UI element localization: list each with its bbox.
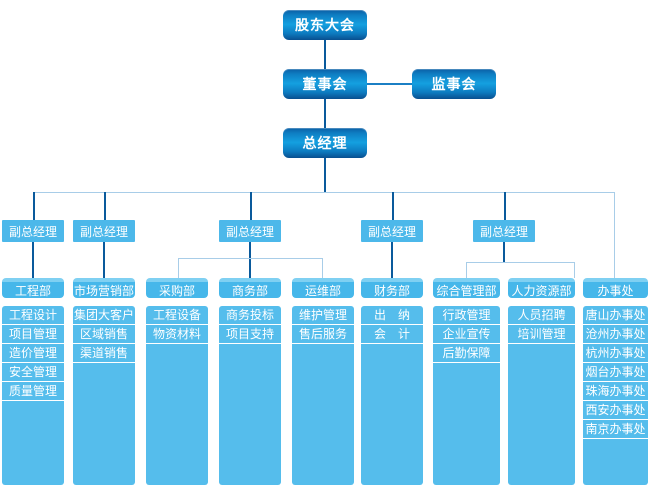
subbus-vgm3-left-drop xyxy=(178,258,179,278)
bus-right-drop-to-office xyxy=(614,192,615,278)
subbus-vgm3 xyxy=(178,258,322,259)
dept-item[interactable]: 渠道销售 xyxy=(73,344,135,363)
connector-bus-to-vgm-4 xyxy=(392,192,394,220)
dept-item[interactable]: 珠海办事处 xyxy=(583,382,648,401)
subbus-vgm5 xyxy=(466,262,574,263)
dept-body-6: 行政管理企业宣传后勤保障 xyxy=(433,306,500,485)
dept-item[interactable]: 区域销售 xyxy=(73,325,135,344)
node-board-of-directors[interactable]: 董事会 xyxy=(283,69,367,99)
connector-gm-to-bus xyxy=(324,158,326,192)
connector-vgm1-to-dept-engineering xyxy=(32,242,34,278)
dept-item[interactable]: 培训管理 xyxy=(508,325,575,344)
dept-item[interactable]: 售后服务 xyxy=(292,325,354,344)
dept-header-0[interactable]: 工程部 xyxy=(2,278,64,298)
connector-board-to-gm xyxy=(324,99,326,128)
dept-item[interactable]: 后勤保障 xyxy=(433,344,500,363)
dept-body-0: 工程设计项目管理造价管理安全管理质量管理 xyxy=(2,306,64,485)
dept-item[interactable]: 物资材料 xyxy=(146,325,208,344)
dept-header-7[interactable]: 人力资源部 xyxy=(508,278,575,298)
connector-bus-to-vgm-1 xyxy=(33,192,35,220)
connector-vgm5-to-subbus xyxy=(503,242,505,262)
dept-item[interactable]: 人员招聘 xyxy=(508,306,575,325)
dept-item[interactable]: 烟台办事处 xyxy=(583,363,648,382)
node-board-of-supervisors[interactable]: 监事会 xyxy=(412,69,496,99)
dept-item[interactable]: 项目支持 xyxy=(219,325,281,344)
dept-item[interactable]: 会 计 xyxy=(361,325,423,344)
dept-item[interactable]: 行政管理 xyxy=(433,306,500,325)
dept-body-5: 出 纳会 计 xyxy=(361,306,423,485)
dept-item[interactable]: 杭州办事处 xyxy=(583,344,648,363)
main-horizontal-bus xyxy=(33,192,615,193)
dept-item[interactable]: 工程设计 xyxy=(2,306,64,325)
node-vice-general-manager-3[interactable]: 副总经理 xyxy=(219,220,281,242)
dept-header-1[interactable]: 市场营销部 xyxy=(73,278,135,298)
dept-header-4[interactable]: 运维部 xyxy=(292,278,354,298)
dept-item[interactable]: 造价管理 xyxy=(2,344,64,363)
dept-item[interactable]: 集团大客户 xyxy=(73,306,135,325)
connector-bus-to-vgm-5 xyxy=(504,192,506,220)
node-vice-general-manager-4[interactable]: 副总经理 xyxy=(361,220,423,242)
dept-item[interactable]: 沧州办事处 xyxy=(583,325,648,344)
dept-body-1: 集团大客户区域销售渠道销售 xyxy=(73,306,135,485)
connector-vgm2-to-dept-marketing xyxy=(103,242,105,278)
node-vice-general-manager-1[interactable]: 副总经理 xyxy=(2,220,64,242)
subbus-vgm5-left-drop xyxy=(466,262,467,278)
connector-bus-to-vgm-3 xyxy=(250,192,252,220)
dept-item[interactable]: 企业宣传 xyxy=(433,325,500,344)
subbus-vgm3-right-drop xyxy=(322,258,323,278)
node-vice-general-manager-2[interactable]: 副总经理 xyxy=(73,220,135,242)
dept-body-4: 维护管理售后服务 xyxy=(292,306,354,485)
dept-body-3: 商务投标项目支持 xyxy=(219,306,281,485)
dept-item[interactable]: 工程设备 xyxy=(146,306,208,325)
dept-header-6[interactable]: 综合管理部 xyxy=(433,278,500,298)
connector-board-to-supervisors xyxy=(367,83,412,85)
dept-item[interactable]: 唐山办事处 xyxy=(583,306,648,325)
connector-bus-to-vgm-2 xyxy=(104,192,106,220)
dept-item[interactable]: 质量管理 xyxy=(2,382,64,401)
node-general-manager[interactable]: 总经理 xyxy=(283,128,367,158)
dept-header-5[interactable]: 财务部 xyxy=(361,278,423,298)
dept-header-3[interactable]: 商务部 xyxy=(219,278,281,298)
node-shareholders-meeting[interactable]: 股东大会 xyxy=(283,10,367,40)
dept-header-8[interactable]: 办事处 xyxy=(583,278,648,298)
dept-item[interactable]: 商务投标 xyxy=(219,306,281,325)
dept-body-8: 唐山办事处沧州办事处杭州办事处烟台办事处珠海办事处西安办事处南京办事处 xyxy=(583,306,648,485)
dept-header-2[interactable]: 采购部 xyxy=(146,278,208,298)
dept-body-2: 工程设备物资材料 xyxy=(146,306,208,485)
node-vice-general-manager-5[interactable]: 副总经理 xyxy=(473,220,535,242)
connector-vgm3-to-subbus xyxy=(249,242,251,278)
connector-shareholders-to-board xyxy=(324,40,326,69)
dept-item[interactable]: 安全管理 xyxy=(2,363,64,382)
dept-item[interactable]: 维护管理 xyxy=(292,306,354,325)
dept-item[interactable]: 出 纳 xyxy=(361,306,423,325)
dept-body-7: 人员招聘培训管理 xyxy=(508,306,575,485)
connector-vgm4-to-dept-finance xyxy=(391,242,393,278)
subbus-vgm5-right-drop xyxy=(574,262,575,278)
dept-item[interactable]: 西安办事处 xyxy=(583,401,648,420)
dept-item[interactable]: 项目管理 xyxy=(2,325,64,344)
dept-item[interactable]: 南京办事处 xyxy=(583,420,648,439)
